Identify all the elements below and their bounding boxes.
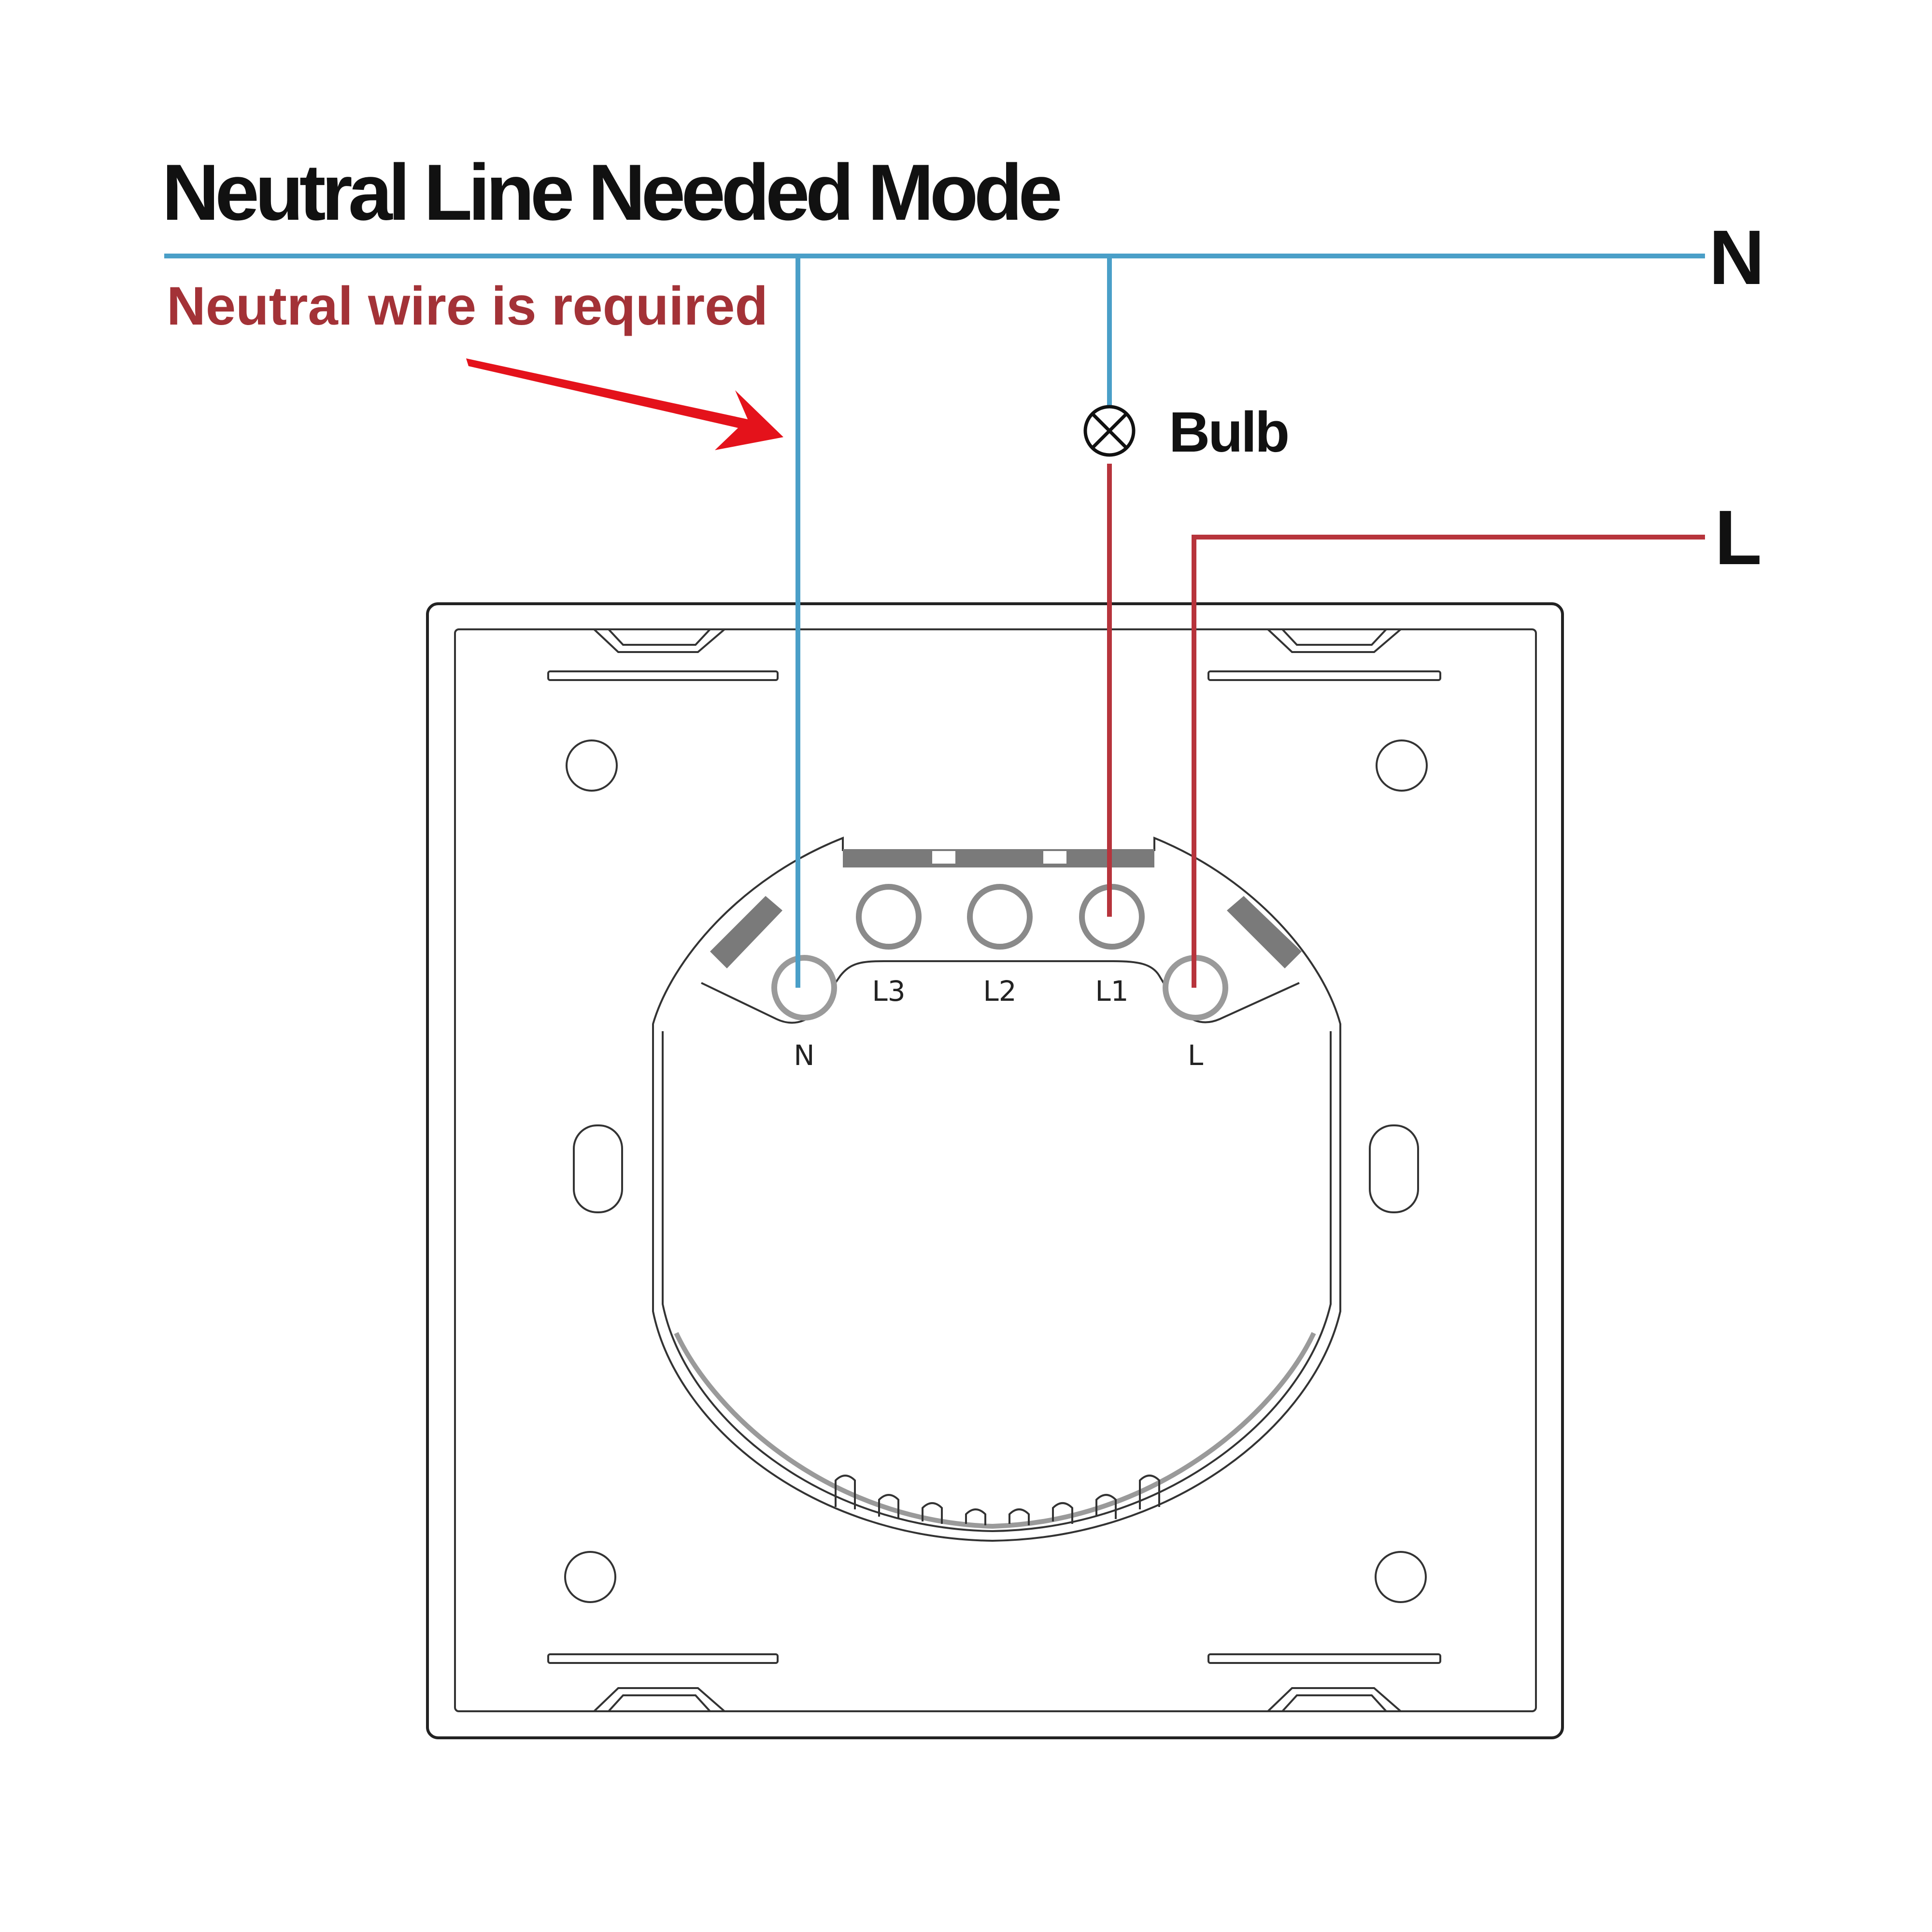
terminal-l3-screw [856,884,922,950]
live-line-label: L [1715,494,1762,581]
slot-top-left [547,670,779,681]
note-arrow [466,358,783,450]
screw-hole-bottom-left [564,1551,616,1603]
diagram-title: Neutral Line Needed Mode [162,148,1060,237]
screw-hole-top-right [1376,739,1428,792]
terminal-label-n: N [794,1039,814,1072]
live-wires [1107,464,1705,988]
neutral-note: Neutral wire is required [167,276,768,336]
screw-hole-bottom-right [1375,1551,1427,1603]
switch-module-body [652,837,1341,1542]
vent-slot [1009,1508,1030,1525]
terminal-label-l1: L1 [1095,975,1128,1008]
clip-bottom-left [593,1687,725,1712]
side-tab-left [710,896,782,968]
oval-slot-right [1369,1124,1419,1213]
oval-slot-left [573,1124,623,1213]
inner-frame [454,628,1537,1712]
vent-slot [835,1475,856,1509]
vent-slot [922,1502,943,1524]
live-main-line [1192,535,1705,988]
clip-top-right [1267,628,1402,653]
neutral-line-label: N [1709,214,1765,300]
module-bottom-shading [674,1332,1316,1529]
clip-top-left [593,628,725,653]
side-tab-right [1227,896,1302,968]
bulb-icon [1083,405,1136,457]
clip-bottom-right [1267,1687,1402,1712]
terminal-n-screw [771,955,837,1021]
vent-slot [965,1508,986,1525]
bar-notch-2 [1043,851,1066,864]
slot-top-right [1208,670,1441,681]
terminal-label-l3: L3 [872,975,905,1008]
vent-slot [878,1494,899,1519]
terminal-label-l: L [1188,1039,1203,1072]
terminal-label-l2: L2 [983,975,1016,1008]
screw-hole-top-left [566,739,618,792]
terminal-l2-screw [967,884,1033,950]
vent-slots [835,1475,1160,1525]
vent-slot [1052,1502,1073,1524]
slot-bottom-right [1208,1653,1441,1664]
top-terminal-bar [843,849,1154,867]
module-inner-edge [662,1031,1332,1533]
slot-bottom-left [547,1653,779,1664]
bulb-label: Bulb [1169,400,1288,464]
vent-slot [1139,1475,1160,1509]
bar-notch-1 [932,851,955,864]
neutral-wires [164,254,1705,988]
switch-plate [426,602,1564,1739]
vent-slot [1095,1494,1117,1519]
